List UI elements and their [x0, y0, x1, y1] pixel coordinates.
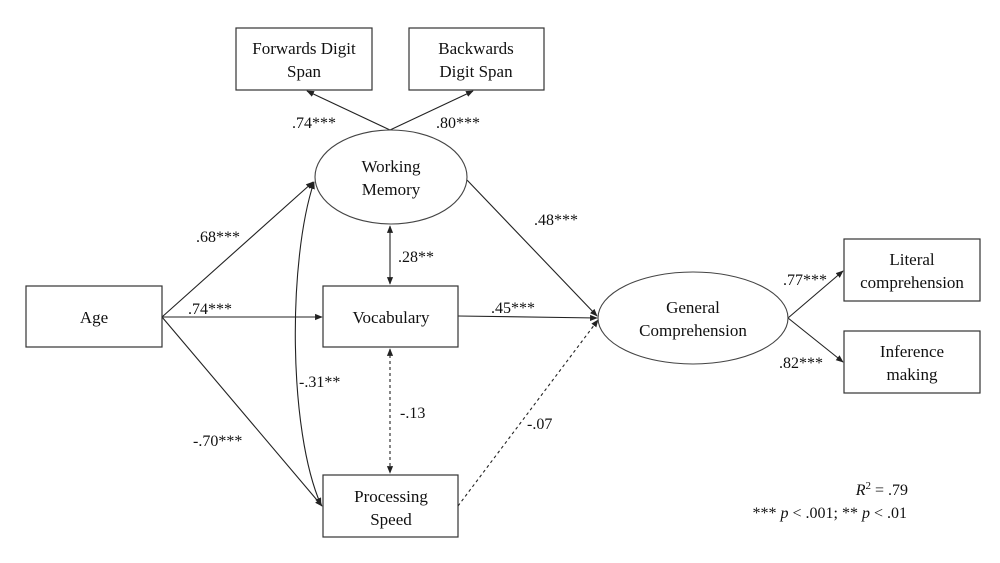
r2-superscript: 2 — [865, 480, 871, 492]
path-gc-lit — [787, 270, 844, 319]
node-forwards-digit-span: Forwards Digit Span — [235, 27, 373, 91]
sig-stars-1: *** — [753, 505, 781, 522]
path-gc-inf — [787, 317, 844, 363]
path-wm-bds — [389, 90, 474, 131]
coef-wm-gc: .48*** — [534, 212, 578, 229]
path-voc-gc — [457, 314, 598, 321]
node-label: Working — [361, 157, 421, 176]
coef-age-ps: -.70*** — [193, 433, 242, 450]
significance-note: *** p < .001; ** p < .01 — [753, 505, 908, 522]
coef-wm-ps: -.31** — [299, 374, 340, 391]
node-label: Digit Span — [439, 62, 513, 81]
sig-p-1: p — [780, 505, 789, 522]
node-inference-making: Inference making — [843, 330, 981, 394]
node-working-memory: Working Memory — [314, 129, 468, 225]
coef-gc-inf: .82*** — [779, 355, 823, 372]
coef-wm-bds: .80*** — [436, 115, 480, 132]
node-label: comprehension — [860, 273, 964, 292]
node-label: Forwards Digit — [252, 39, 356, 58]
node-backwards-digit-span: Backwards Digit Span — [408, 27, 545, 91]
node-vocabulary: Vocabulary — [322, 285, 459, 348]
r-squared-note: R2 = .79 — [855, 480, 908, 499]
node-label: Comprehension — [639, 321, 747, 340]
r2-value: = .79 — [871, 482, 908, 499]
sig-rest-2: < .01 — [870, 505, 907, 522]
coef-wm-fds: .74*** — [292, 115, 336, 132]
node-label: Age — [80, 308, 108, 327]
path-wm-fds — [306, 90, 391, 131]
node-label: Vocabulary — [352, 308, 430, 327]
node-label: making — [887, 365, 938, 384]
node-literal-comprehension: Literal comprehension — [843, 238, 981, 302]
coef-age-voc: .74*** — [188, 301, 232, 318]
sig-rest-1: < .001; ** — [789, 505, 862, 522]
path-ps-gc — [457, 319, 599, 507]
path-wm-ps-cov — [294, 181, 322, 506]
r2-symbol: R — [855, 482, 866, 499]
sig-p-2: p — [861, 505, 870, 522]
coef-gc-lit: .77*** — [783, 272, 827, 289]
node-general-comprehension: General Comprehension — [597, 271, 789, 365]
coef-wm-voc: .28** — [398, 249, 434, 266]
path-age-ps — [161, 316, 323, 507]
node-age: Age — [25, 285, 163, 348]
coef-age-wm: .68*** — [196, 229, 240, 246]
path-age-wm — [161, 181, 314, 318]
coef-ps-gc: -.07 — [527, 416, 552, 433]
node-label: Processing — [354, 487, 428, 506]
coef-voc-ps: -.13 — [400, 405, 425, 422]
node-label: General — [666, 298, 720, 317]
node-label: Backwards — [438, 39, 514, 58]
node-label: Span — [287, 62, 322, 81]
path-wm-gc — [466, 179, 598, 317]
node-label: Literal — [889, 250, 935, 269]
coef-voc-gc: .45*** — [491, 300, 535, 317]
node-label: Speed — [370, 510, 412, 529]
node-label: Memory — [362, 180, 421, 199]
node-label: Inference — [880, 342, 944, 361]
node-processing-speed: Processing Speed — [322, 474, 459, 538]
